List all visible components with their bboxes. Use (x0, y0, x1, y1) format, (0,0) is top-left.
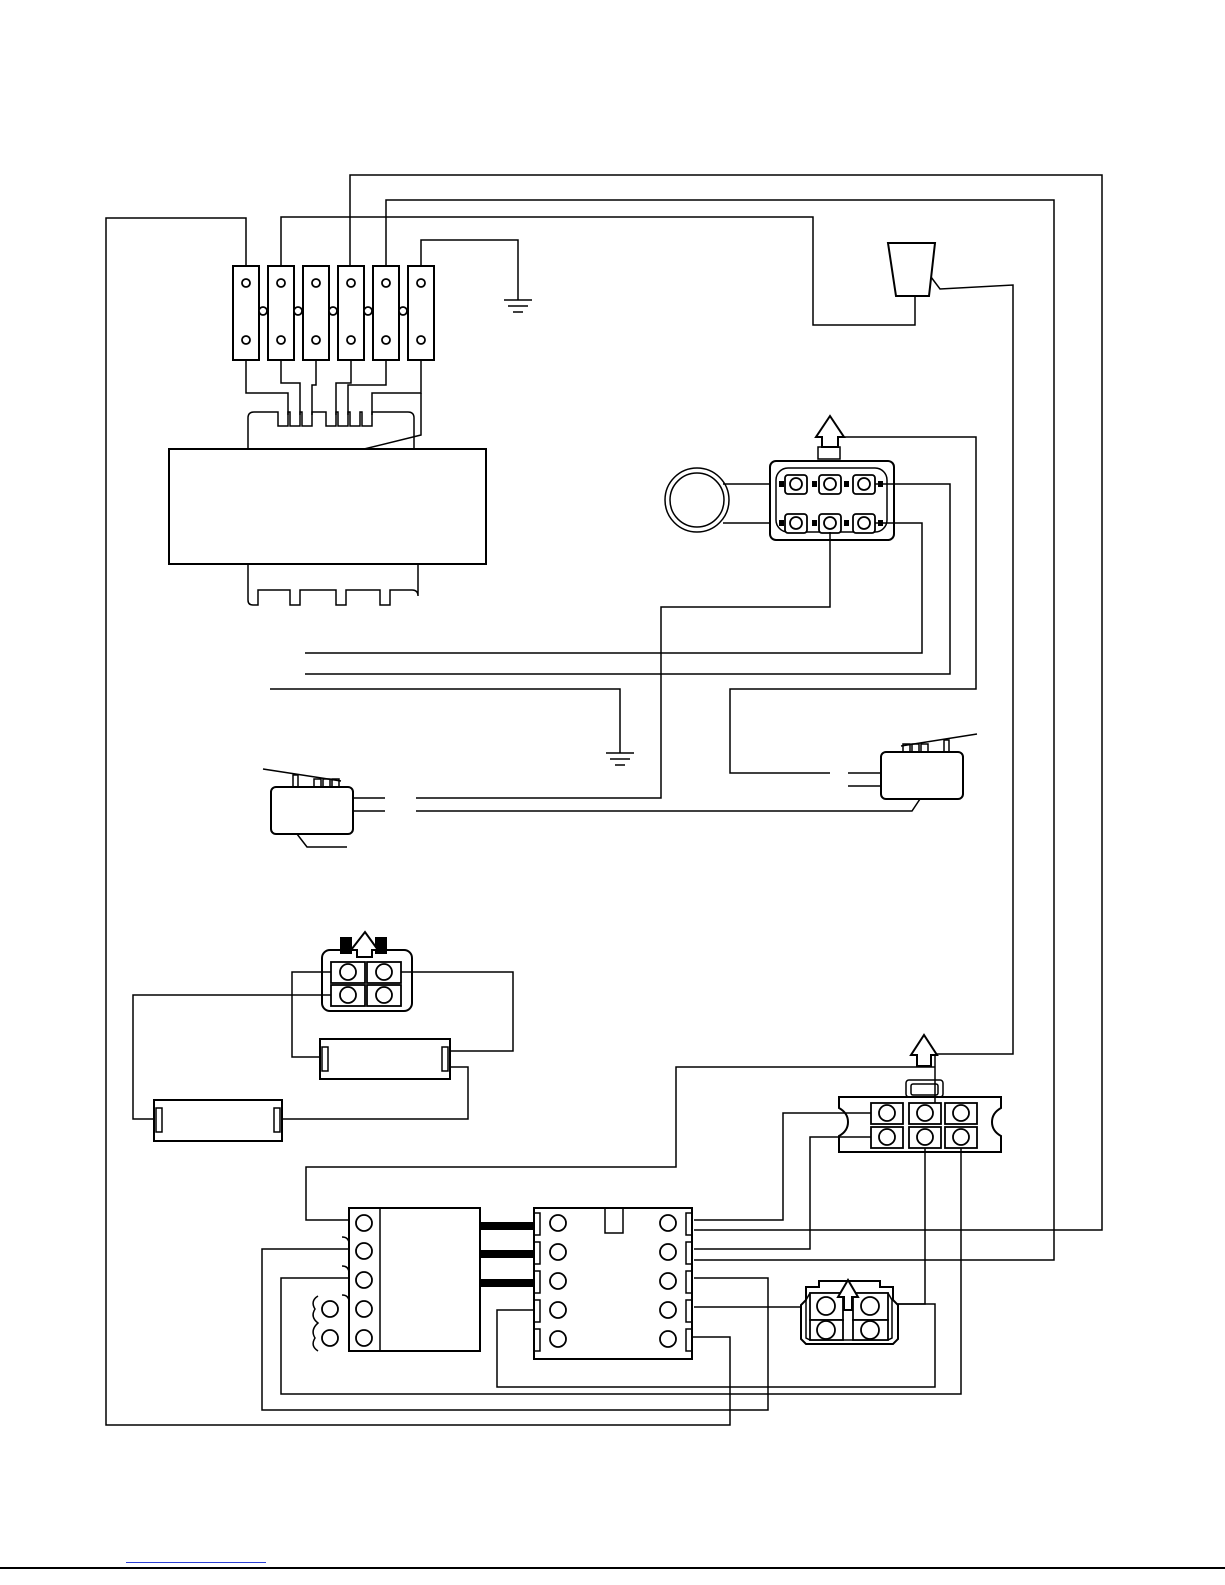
contactor (534, 1208, 692, 1359)
transformer-leads (246, 360, 421, 450)
terminal-block (233, 266, 434, 360)
six-pin-connector-right (839, 1035, 1001, 1152)
six-pin-connector-top (770, 416, 894, 540)
ground-symbol-middle (606, 753, 634, 765)
four-pin-connector-left (133, 932, 513, 1119)
page-bottom-accent-line (126, 1562, 266, 1563)
motor (665, 468, 781, 532)
transformer (169, 412, 486, 605)
resistor-upper (320, 1039, 450, 1079)
relay (313, 1208, 480, 1351)
relay-contactor-links (480, 1226, 534, 1283)
page-bottom-rule (0, 1567, 1225, 1569)
microswitch-right (848, 734, 977, 811)
microswitch-left (263, 769, 385, 847)
four-pin-connector-bottom (801, 1280, 898, 1344)
ground-symbol-top (504, 300, 532, 312)
